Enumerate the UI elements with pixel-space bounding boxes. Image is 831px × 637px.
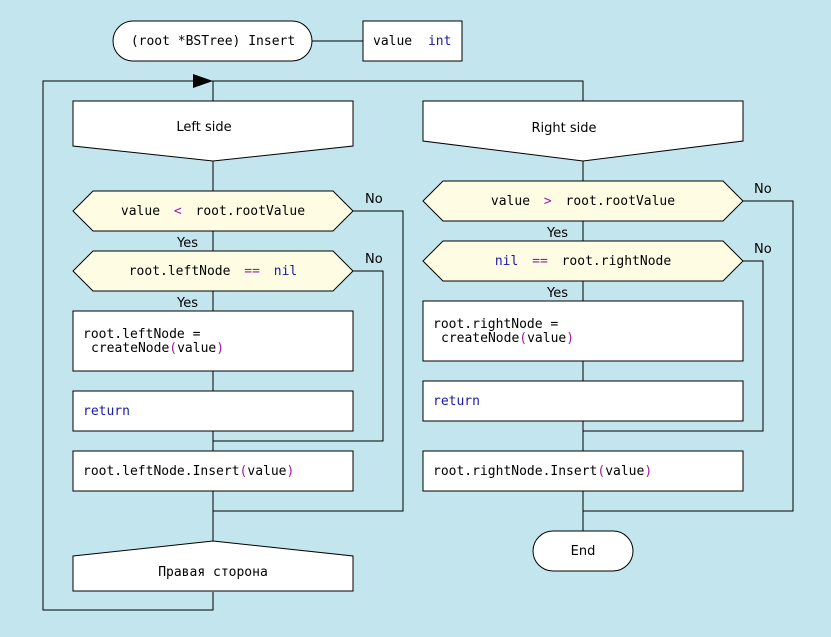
left-end-header-node[interactable]: Правая сторона (72, 540, 354, 592)
left-insert-node[interactable]: root.leftNode.Insert(value) (72, 450, 354, 492)
left-assign-node[interactable]: root.leftNode = createNode(value) (72, 310, 354, 372)
svg-text:value int: value int (373, 34, 451, 49)
svg-text:root.rightNode =: root.rightNode = (433, 317, 558, 332)
left-header-node[interactable]: Left side (72, 100, 354, 162)
right-condition-1[interactable]: value > root.rootValue (422, 180, 744, 222)
left-header-text: Left side (176, 120, 231, 135)
svg-text:root.leftNode =: root.leftNode = (83, 327, 201, 342)
left-no-label-1: No (365, 192, 383, 207)
left-yes-label-2: Yes (176, 296, 198, 311)
right-condition-2[interactable]: nil == root.rightNode (422, 240, 744, 282)
right-yes-label-1: Yes (546, 226, 568, 241)
left-return-node[interactable]: return (72, 390, 354, 432)
right-header-node[interactable]: Right side (422, 100, 744, 162)
svg-text:nil == root.rightN: nil == root.rightNode (495, 254, 672, 269)
right-return-node[interactable]: return (422, 380, 744, 422)
left-yes-label-1: Yes (176, 236, 198, 251)
left-condition-1[interactable]: value < root.rootValue (72, 190, 354, 232)
left-end-header-text: Правая сторона (158, 565, 268, 580)
end-node-text: End (571, 544, 596, 559)
right-yes-label-2: Yes (546, 286, 568, 301)
param-type: int (428, 34, 451, 49)
loop-arrow-icon (193, 74, 213, 88)
left-condition-2[interactable]: root.leftNode == nil (72, 250, 354, 292)
end-node[interactable]: End (532, 530, 634, 572)
svg-text:root.leftNode.Insert(value): root.leftNode.Insert(value) (83, 464, 294, 479)
right-header-text: Right side (532, 121, 597, 136)
svg-text:value < root.rootV: value < root.rootValue (121, 204, 305, 219)
left-no-label-2: No (365, 252, 383, 267)
title-node[interactable]: (root *BSTree) Insert (112, 20, 313, 62)
svg-text:root.rightNode.Insert(value): root.rightNode.Insert(value) (433, 464, 652, 479)
svg-text:return: return (433, 394, 480, 409)
svg-text:value > root.rootV: value > root.rootValue (491, 194, 675, 209)
right-assign-node[interactable]: root.rightNode = createNode(value) (422, 300, 744, 362)
param-node[interactable]: value int (362, 20, 463, 62)
svg-text:root.leftNode == n: root.leftNode == nil (129, 264, 298, 279)
right-no-label-1: No (754, 182, 772, 197)
title-node-text: (root *BSTree) Insert (131, 34, 295, 49)
param-name: value (373, 34, 412, 49)
svg-text:return: return (83, 404, 130, 419)
right-insert-node[interactable]: root.rightNode.Insert(value) (422, 450, 744, 492)
svg-text:createNode(value): createNode(value) (91, 341, 224, 356)
right-no-label-2: No (754, 242, 772, 257)
svg-text:createNode(value): createNode(value) (441, 331, 574, 346)
